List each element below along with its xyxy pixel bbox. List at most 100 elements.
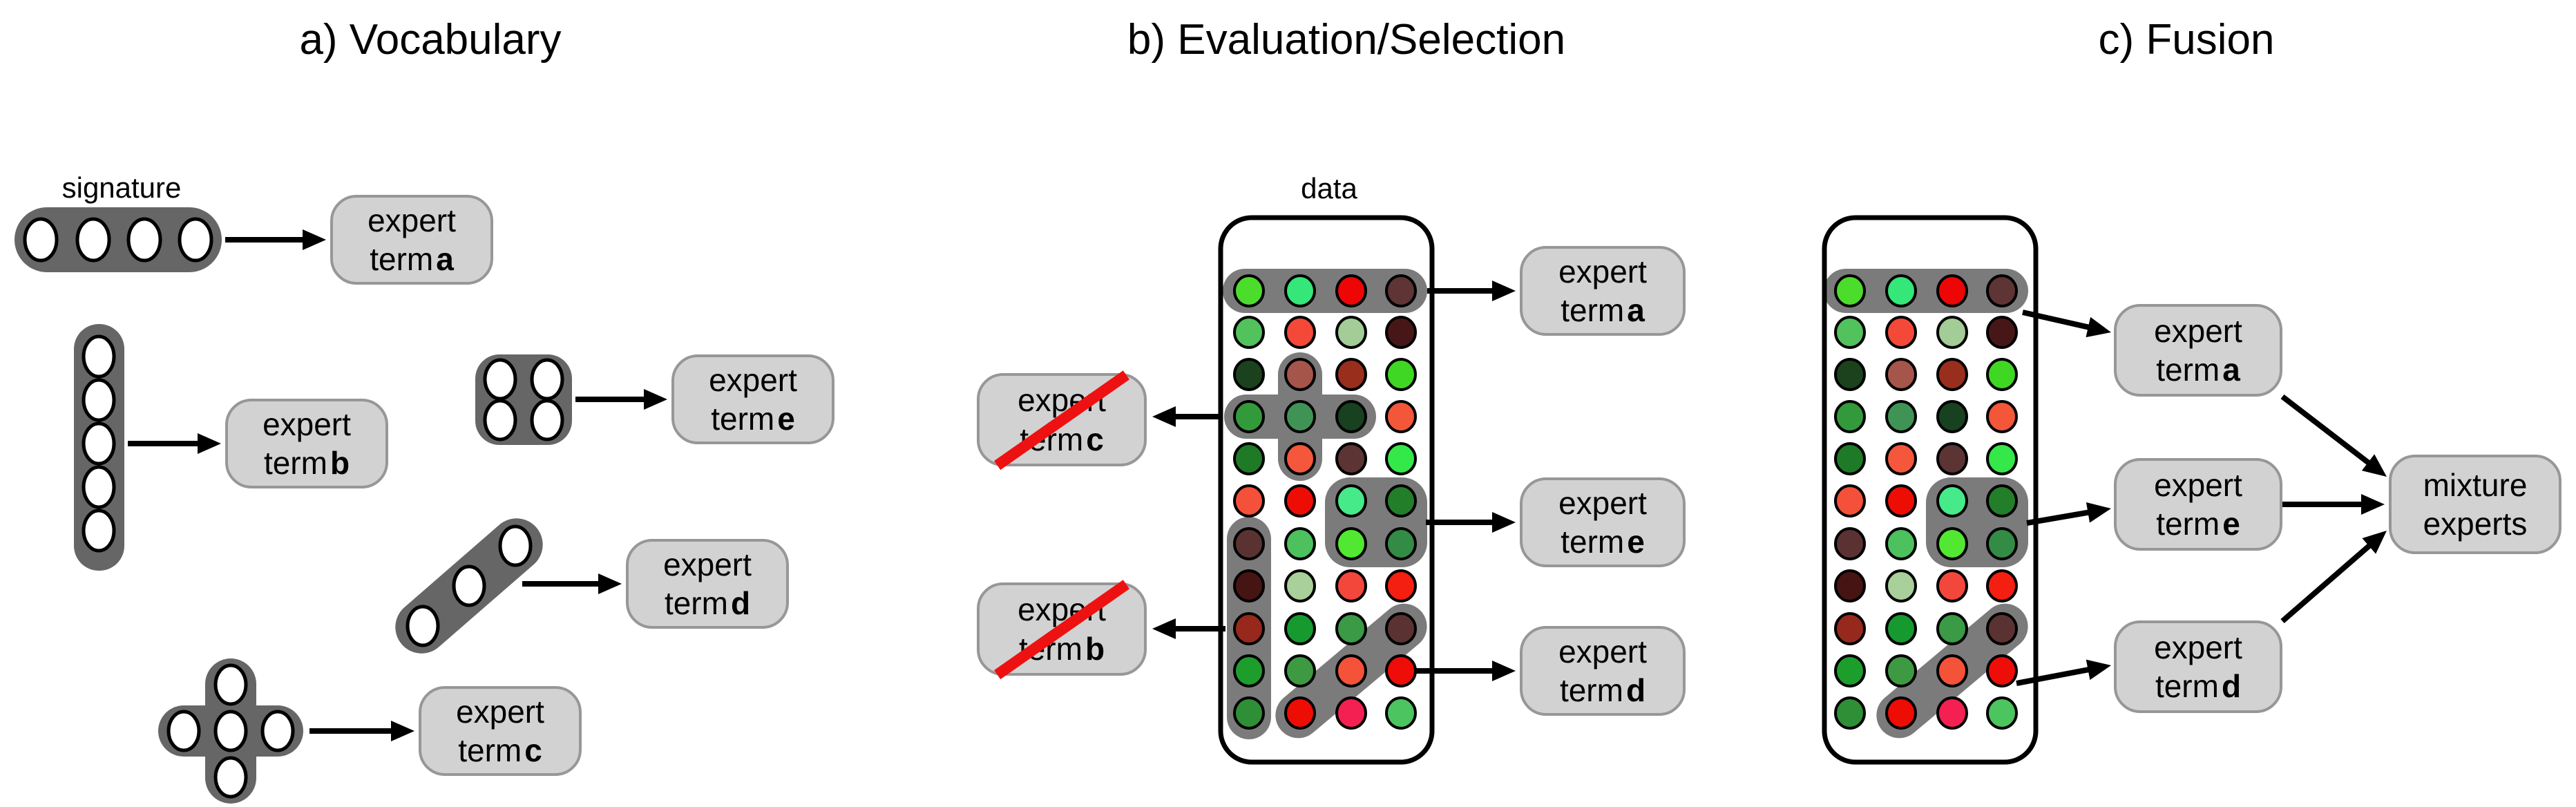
grid-cell-r5-c3-panel-b xyxy=(1335,442,1367,475)
highlight-row-term-a-panel-b xyxy=(1223,269,1427,313)
arrow-signature-b-to-term-b-head xyxy=(198,433,221,454)
signature-hole xyxy=(406,605,440,647)
grid-cell-r9-c1-panel-b xyxy=(1233,612,1265,645)
grid-cell-r8-c3-panel-b xyxy=(1335,569,1367,602)
grid-cell-r4-c3-panel-b xyxy=(1335,400,1367,433)
term-box-line2: terma xyxy=(2156,352,2240,388)
arrow-row-to-term-a-b-head xyxy=(1492,281,1516,301)
term-box-line2: termc xyxy=(458,732,542,768)
grid-cell-r8-c1-panel-b xyxy=(1233,569,1265,602)
grid-cell-r3-c4-panel-b xyxy=(1385,358,1417,391)
term-box-line1: expert xyxy=(663,546,752,582)
arrow-diagonal-to-term-d-b-head xyxy=(1492,661,1516,681)
grid-cell-r9-c2-panel-b xyxy=(1284,612,1316,645)
grid-cell-r5-c1-panel-b xyxy=(1233,442,1265,475)
signature-hole xyxy=(166,710,201,752)
grid-cell-r4-c2-panel-b xyxy=(1284,400,1316,433)
grid-cell-r2-c4-panel-c xyxy=(1986,316,2018,349)
arrow-square-to-term-e-c-shaft xyxy=(2026,509,2093,526)
term-box-line1: expert xyxy=(368,202,456,238)
grid-cell-r1-c2-panel-c xyxy=(1885,274,1917,307)
expert-term-d-box-panel-a: expert termd xyxy=(626,539,789,629)
grid-cell-r7-c3-panel-c xyxy=(1936,527,1968,560)
signature-hole xyxy=(82,378,116,422)
grid-cell-r11-c4-panel-b xyxy=(1385,696,1417,730)
arrow-diagonal-to-term-d-c-shaft xyxy=(2016,666,2093,686)
grid-cell-r10-c2-panel-c xyxy=(1885,654,1917,687)
grid-cell-r5-c4-panel-c xyxy=(1986,442,2018,475)
grid-cell-r5-c4-panel-b xyxy=(1385,442,1417,475)
grid-cell-r11-c1-panel-b xyxy=(1233,696,1265,730)
arrow-signature-c-to-term-c-head xyxy=(391,721,414,741)
grid-cell-r10-c4-panel-b xyxy=(1385,654,1417,687)
grid-cell-r10-c1-panel-b xyxy=(1233,654,1265,687)
signature-label: signature xyxy=(61,171,182,204)
grid-cell-r8-c3-panel-c xyxy=(1936,569,1968,602)
grid-cell-r11-c3-panel-c xyxy=(1936,696,1968,730)
grid-cell-r8-c2-panel-c xyxy=(1885,569,1917,602)
grid-cell-r7-c1-panel-b xyxy=(1233,527,1265,560)
grid-cell-r7-c2-panel-c xyxy=(1885,527,1917,560)
grid-cell-r6-c1-panel-b xyxy=(1233,484,1265,518)
signature-hole xyxy=(213,756,248,799)
grid-cell-r6-c2-panel-b xyxy=(1284,484,1316,518)
term-box-line2: terme xyxy=(2156,506,2240,542)
grid-cell-r1-c4-panel-c xyxy=(1986,274,2018,307)
grid-cell-r7-c4-panel-c xyxy=(1986,527,2018,560)
term-box-line1: expert xyxy=(1558,253,1647,289)
signature-hole xyxy=(260,710,295,752)
arrow-row-to-term-a-c-shaft xyxy=(2022,310,2093,331)
grid-cell-r3-c3-panel-c xyxy=(1936,358,1968,391)
grid-cell-r4-c1-panel-b xyxy=(1233,400,1265,433)
grid-cell-r3-c1-panel-b xyxy=(1233,358,1265,391)
term-box-line1: expert xyxy=(1558,484,1647,521)
grid-cell-r3-c1-panel-c xyxy=(1834,358,1866,391)
arrow-signature-e-to-term-e-head xyxy=(644,389,667,410)
grid-cell-r4-c4-panel-c xyxy=(1986,400,2018,433)
grid-cell-r5-c1-panel-c xyxy=(1834,442,1866,475)
grid-cell-r6-c4-panel-c xyxy=(1986,484,2018,518)
data-box-border-panel-b xyxy=(1218,215,1435,765)
grid-cell-r4-c1-panel-c xyxy=(1834,400,1866,433)
grid-cell-r9-c4-panel-b xyxy=(1385,612,1417,645)
expert-term-d-box-panel-b: expert termd xyxy=(1520,626,1686,716)
term-box-line2: terme xyxy=(1561,524,1645,560)
term-box-line1: expert xyxy=(263,406,351,442)
grid-cell-r7-c3-panel-b xyxy=(1335,527,1367,560)
grid-cell-r5-c3-panel-c xyxy=(1936,442,1968,475)
grid-cell-r7-c4-panel-b xyxy=(1385,527,1417,560)
signature-hole xyxy=(82,465,116,509)
grid-cell-r3-c4-panel-c xyxy=(1986,358,2018,391)
term-box-line1: expert xyxy=(1558,633,1647,670)
grid-cell-r10-c1-panel-c xyxy=(1834,654,1866,687)
expert-term-c-box-panel-a: expert termc xyxy=(419,686,582,776)
signature-hole xyxy=(82,509,116,553)
grid-cell-r7-c2-panel-b xyxy=(1284,527,1316,560)
grid-cell-r11-c4-panel-c xyxy=(1986,696,2018,730)
expert-term-a-box-panel-c: expert terma xyxy=(2114,304,2282,397)
grid-cell-r11-c2-panel-b xyxy=(1284,696,1316,730)
grid-cell-r1-c2-panel-b xyxy=(1284,274,1316,307)
term-box-line2: termd xyxy=(2155,668,2242,704)
arrow-term-a-to-mixture-head xyxy=(2361,454,2387,477)
data-box-border-panel-c xyxy=(1822,215,2039,765)
grid-cell-r5-c2-panel-b xyxy=(1284,442,1316,475)
grid-cell-r1-c1-panel-c xyxy=(1834,274,1866,307)
expert-term-c-box-panel-b-rejected: expert termc xyxy=(977,370,1147,470)
expert-term-a-box-panel-a: expert terma xyxy=(330,195,493,285)
arrow-diagonal-to-term-d-c-head xyxy=(2086,659,2111,681)
arrow-plus-to-term-c-b-head xyxy=(1152,406,1176,427)
signature-hole xyxy=(213,663,248,706)
grid-cell-r10-c2-panel-b xyxy=(1284,654,1316,687)
grid-cell-r6-c4-panel-b xyxy=(1385,484,1417,518)
expert-term-b-box-panel-a: expert termb xyxy=(225,399,388,488)
grid-cell-r2-c3-panel-b xyxy=(1335,316,1367,349)
grid-cell-r3-c3-panel-b xyxy=(1335,358,1367,391)
grid-cell-r6-c3-panel-b xyxy=(1335,484,1367,518)
grid-cell-r9-c2-panel-c xyxy=(1885,612,1917,645)
arrow-signature-a-to-term-a-head xyxy=(303,229,326,250)
mixture-box-line2: experts xyxy=(2423,506,2528,542)
expert-term-a-box-panel-b: expert terma xyxy=(1520,246,1686,336)
grid-cell-r9-c4-panel-c xyxy=(1986,612,2018,645)
grid-cell-r9-c3-panel-b xyxy=(1335,612,1367,645)
